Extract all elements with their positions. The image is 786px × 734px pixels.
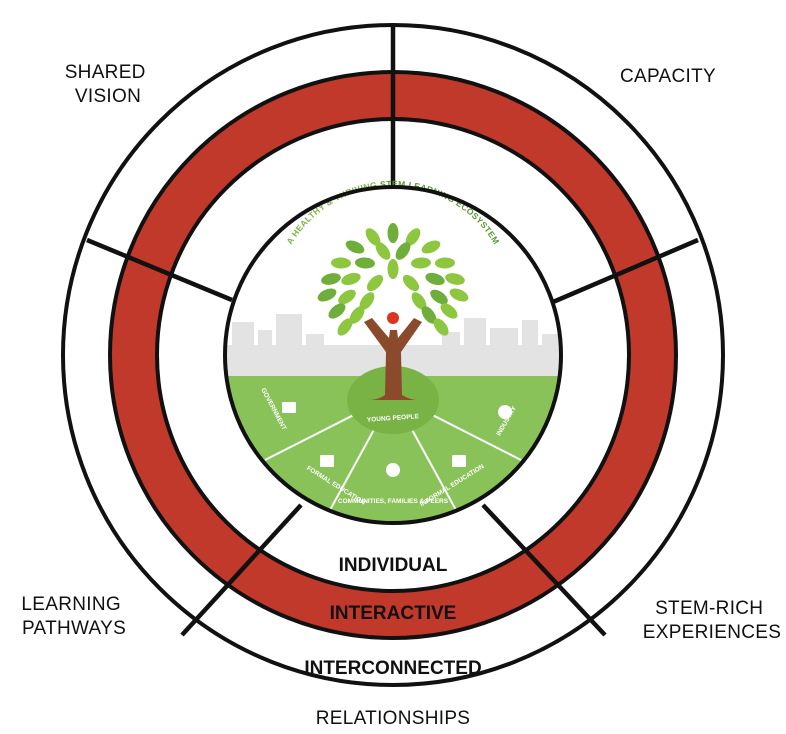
- leaf: [341, 272, 361, 286]
- tree-trunk: [364, 318, 422, 400]
- divider-right: [552, 237, 699, 305]
- divider-left: [86, 237, 233, 303]
- leaf: [440, 303, 458, 319]
- leaf: [387, 259, 399, 279]
- leaf: [433, 318, 449, 336]
- leaf: [387, 223, 399, 243]
- leaf: [421, 306, 437, 324]
- school-icon: [320, 455, 334, 467]
- leaf: [349, 306, 365, 324]
- person-head: [387, 312, 399, 324]
- divider-bottom-right: [481, 503, 607, 637]
- leaf: [402, 274, 420, 292]
- label-relationships: RELATIONSHIPS: [316, 708, 471, 729]
- ring-label-individual: INDIVIDUAL: [339, 555, 448, 576]
- segment-label-communities: COMMUNITIES, FAMILIES & PEERS: [338, 498, 449, 505]
- leaf: [331, 257, 351, 269]
- segment-label-young-people: YOUNG PEOPLE: [367, 413, 420, 424]
- segment-icons: [282, 402, 512, 477]
- leaf: [359, 292, 375, 310]
- leaf: [435, 257, 455, 269]
- label-shared-vision: SHARED VISION: [65, 62, 152, 107]
- leaf: [317, 288, 337, 302]
- divider-bottom-left: [180, 503, 303, 637]
- leaf: [411, 257, 431, 269]
- ring-label-interconnected: INTERCONNECTED: [304, 658, 481, 679]
- leaf: [365, 228, 381, 246]
- label-capacity: CAPACITY: [620, 66, 716, 87]
- industry-icon: [498, 405, 512, 419]
- leaf: [366, 274, 384, 292]
- leaf: [338, 289, 356, 305]
- leaf: [421, 240, 441, 254]
- leaf: [355, 257, 375, 269]
- leaf: [449, 288, 469, 302]
- leaf: [395, 242, 411, 260]
- leaf: [430, 289, 448, 305]
- leaf: [321, 273, 341, 285]
- leaf: [337, 318, 353, 336]
- government-icon: [282, 402, 296, 413]
- ecosystem-emblem: A HEALTHY & THRIVING STEM LEARNING ECOSY…: [223, 179, 563, 525]
- label-stem-rich-experiences: STEM-RICH EXPERIENCES: [643, 598, 781, 643]
- leaf: [345, 240, 365, 254]
- leaf: [445, 273, 465, 285]
- leaf: [328, 303, 346, 319]
- sector-dividers: [86, 25, 699, 637]
- label-learning-pathways: LEARNING PATHWAYS: [21, 594, 126, 639]
- people-icon: [386, 463, 400, 477]
- leaf: [411, 292, 427, 310]
- leaf: [375, 242, 391, 260]
- leaf: [425, 272, 445, 286]
- tree-leaves: [317, 223, 469, 336]
- informal-education-icon: [452, 455, 466, 467]
- ring-label-interactive: INTERACTIVE: [330, 603, 457, 624]
- leaf: [405, 228, 421, 246]
